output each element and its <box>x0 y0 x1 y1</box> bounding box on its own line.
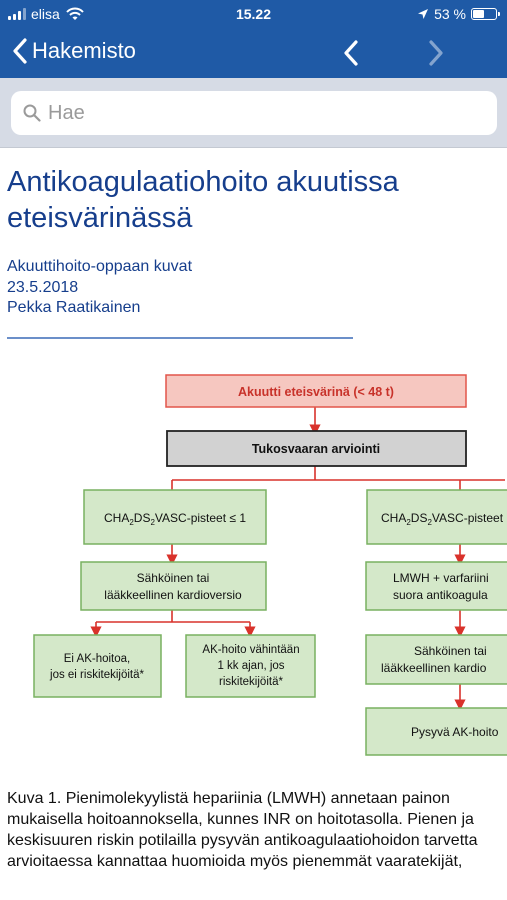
chevron-left-icon <box>13 38 27 64</box>
search-box[interactable] <box>11 91 497 135</box>
status-right: 53 % <box>417 6 500 22</box>
article-title: Antikoagulaatiohoito akuutissa eteisväri… <box>7 166 399 234</box>
flow-text-risk-assessment: Tukosvaaran arviointi <box>252 442 380 456</box>
battery-icon <box>471 8 500 20</box>
location-arrow-icon <box>418 9 429 19</box>
flow-text-score-low: CHA2DS2VASC-pisteet ≤ 1 <box>104 511 246 527</box>
carrier-name: elisa <box>31 6 60 22</box>
flow-box-score-low: CHA2DS2VASC-pisteet ≤ 1 <box>83 489 267 545</box>
flow-text-no-ak-1: Ei AK-hoitoa, <box>64 653 130 665</box>
top-bar: elisa 15.22 53 % Hakemisto <box>0 0 507 78</box>
flow-text-cardioversion-left-1: Sähköinen tai <box>137 571 210 585</box>
flow-text-ak-min-2: 1 kk ajan, jos <box>217 660 284 672</box>
search-bar-container <box>0 78 507 148</box>
flow-text-ak-min-1: AK-hoito vähintään <box>202 644 299 656</box>
article-author: Pekka Raatikainen <box>7 299 141 316</box>
chevron-right-icon <box>429 40 443 66</box>
flow-text-lmwh-2: suora antikoagula <box>393 588 488 602</box>
navigation-bar: Hakemisto <box>0 30 507 76</box>
back-button[interactable]: Hakemisto <box>12 38 136 64</box>
flowchart-connectors <box>90 407 505 711</box>
signal-icon <box>8 8 26 20</box>
flow-text-acute-af: Akuutti eteisvärinä (< 48 t) <box>238 385 394 399</box>
flow-text-cardioversion-right-1: Sähköinen tai <box>414 644 487 658</box>
flow-box-acute-af: Akuutti eteisvärinä (< 48 t) <box>165 374 467 408</box>
status-bar: elisa 15.22 53 % <box>0 0 507 28</box>
flow-box-anticoagulation-1-month: AK-hoito vähintään 1 kk ajan, jos riskit… <box>185 634 316 698</box>
flow-box-cardioversion-right: Sähköinen tai lääkkeellinen kardio <box>365 634 507 685</box>
flow-box-permanent-anticoagulation: Pysyvä AK-hoito <box>365 707 507 756</box>
chevron-left-icon <box>344 40 358 66</box>
flow-text-permanent: Pysyvä AK-hoito <box>411 725 499 739</box>
article-source: Akuuttihoito-oppaan kuvat <box>7 258 193 275</box>
battery-fill <box>473 10 485 18</box>
status-left: elisa <box>8 6 84 22</box>
figure-caption: Kuva 1. Pienimolekyylistä hepariinia (LM… <box>7 790 478 870</box>
flow-box-no-anticoagulation: Ei AK-hoitoa, jos ei riskitekijöitä* <box>33 634 162 698</box>
battery-percent: 53 % <box>434 6 466 22</box>
flow-text-score-high: CHA2DS2VASC-pisteet <box>381 511 504 527</box>
search-icon <box>23 104 41 122</box>
article-meta: Akuuttihoito-oppaan kuvat 23.5.2018 Pekk… <box>7 257 192 319</box>
wifi-icon <box>66 7 84 21</box>
flowchart-image: Akuutti eteisvärinä (< 48 t) Tukosvaaran… <box>33 374 507 756</box>
flow-text-cardioversion-right-2: lääkkeellinen kardio <box>381 661 487 675</box>
article-date: 23.5.2018 <box>7 278 79 296</box>
flow-text-lmwh-1: LMWH + varfariini <box>393 571 489 585</box>
flow-box-risk-assessment: Tukosvaaran arviointi <box>166 430 467 467</box>
next-page-button[interactable] <box>428 40 444 71</box>
divider-line <box>7 337 353 339</box>
search-input[interactable] <box>48 101 468 125</box>
back-button-label: Hakemisto <box>32 38 136 63</box>
status-time: 15.22 <box>235 6 272 22</box>
flow-text-cardioversion-left-2: lääkkeellinen kardioversio <box>104 588 242 602</box>
flow-box-lmwh-warfarin: LMWH + varfariini suora antikoagula <box>365 561 507 611</box>
flow-box-cardioversion-left: Sähköinen tai lääkkeellinen kardioversio <box>80 561 267 611</box>
flow-box-score-high: CHA2DS2VASC-pisteet <box>366 489 507 545</box>
previous-page-button[interactable] <box>343 40 359 71</box>
flow-text-ak-min-3: riskitekijöitä* <box>219 676 283 688</box>
flow-text-no-ak-2: jos ei riskitekijöitä* <box>49 669 144 681</box>
